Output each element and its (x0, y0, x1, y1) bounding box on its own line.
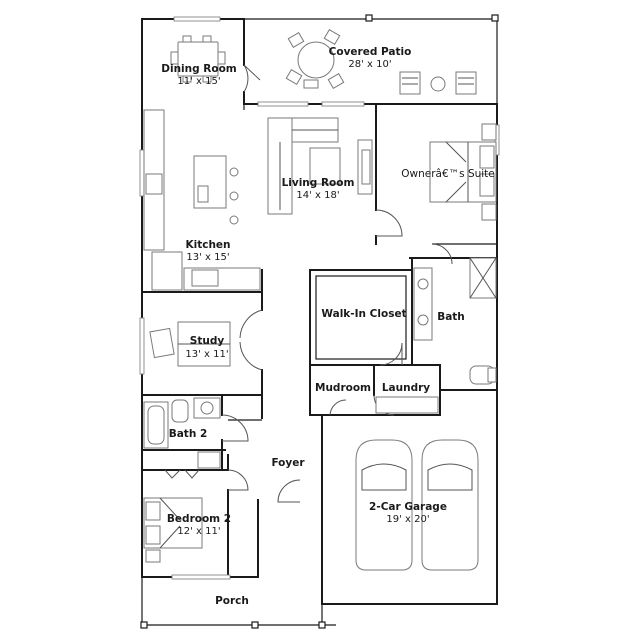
label-garage: 2-Car Garage (369, 501, 447, 513)
label-bath-2: Bath 2 (169, 428, 208, 440)
label-mudroom: Mudroom (315, 382, 371, 394)
label-bedroom-2: Bedroom 2 (167, 513, 231, 525)
dims-study: 13' x 11' (185, 349, 228, 360)
dims-bedroom-2: 12' x 11' (177, 526, 220, 537)
patio-outline (244, 14, 499, 104)
dims-living-room: 14' x 18' (296, 190, 339, 201)
sofa (267, 117, 373, 215)
label-laundry: Laundry (382, 382, 430, 394)
dims-garage: 19' x 20' (386, 514, 429, 525)
study-desk (149, 321, 231, 367)
doors (164, 64, 453, 503)
laundry-counter (375, 396, 439, 414)
master-bath-fixtures (413, 257, 497, 385)
label-covered-patio: Covered Patio (329, 46, 412, 58)
owners-bed (429, 123, 497, 221)
dims-dining-room: 11' x 15' (177, 76, 220, 87)
room-labels: Covered Patio 28' x 10' Dining Room 11' … (161, 46, 495, 607)
kitchen-counters (143, 109, 261, 291)
label-kitchen: Kitchen (185, 239, 230, 251)
label-foyer: Foyer (271, 457, 305, 469)
bath2-fixtures (143, 397, 221, 469)
label-living-room: Living Room (282, 177, 355, 189)
patio-lounge-chairs (399, 71, 477, 95)
bedroom2-bed (143, 497, 203, 563)
dims-kitchen: 13' x 15' (186, 252, 229, 263)
dims-covered-patio: 28' x 10' (348, 59, 391, 70)
label-owners-suite: Ownerâ€™s Suite (401, 168, 495, 180)
label-dining-room: Dining Room (161, 63, 237, 75)
windows (139, 16, 500, 580)
label-walk-in-closet: Walk-In Closet (321, 308, 406, 320)
label-study: Study (190, 335, 225, 347)
garage-cars (355, 439, 479, 571)
patio-table (285, 28, 345, 90)
label-bath: Bath (437, 311, 465, 323)
label-porch: Porch (215, 595, 249, 607)
dining-table (170, 35, 226, 83)
